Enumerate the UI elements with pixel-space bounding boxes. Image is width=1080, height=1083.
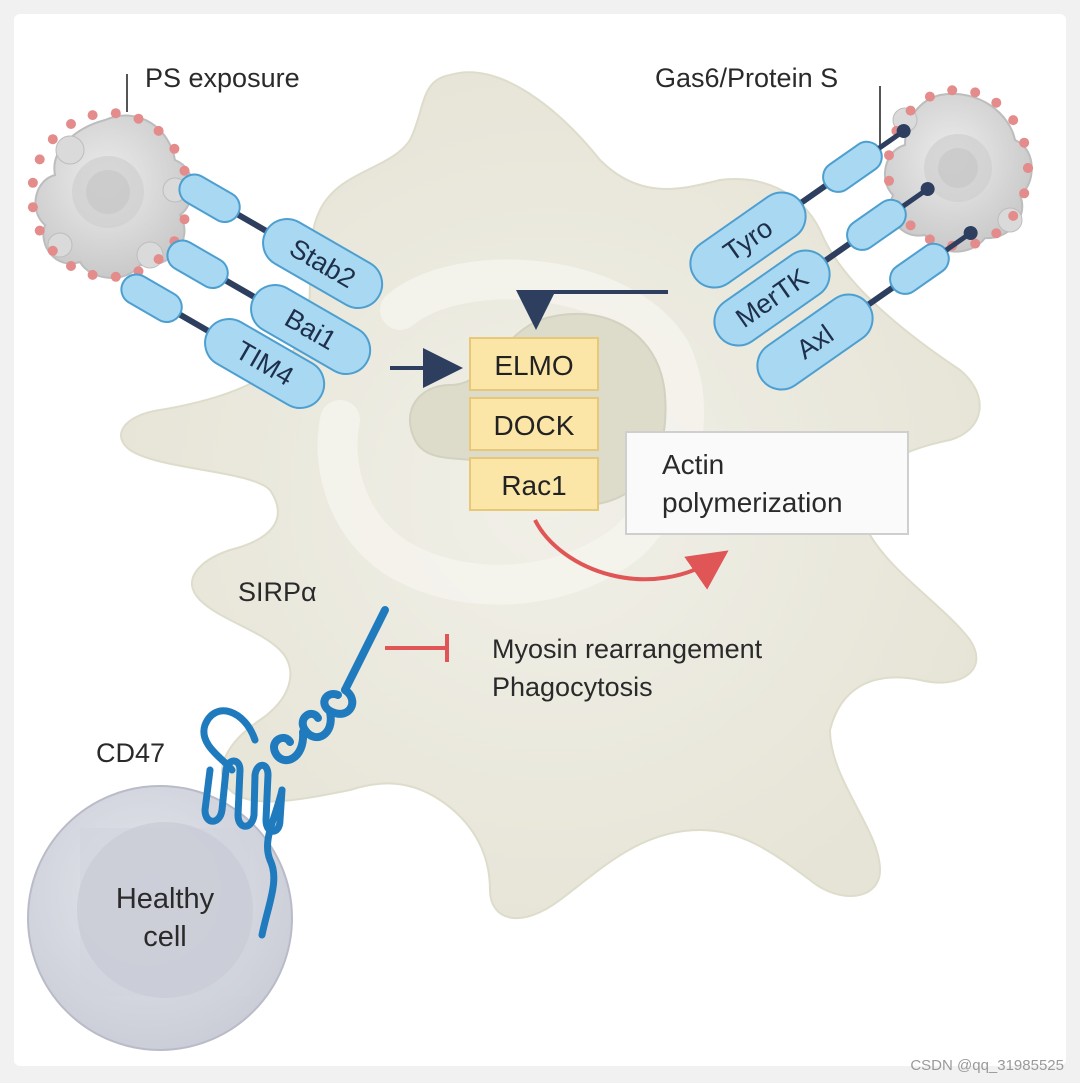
sirpa-label: SIRPα	[238, 577, 317, 607]
ps-dot	[47, 245, 58, 256]
healthy-cell-label-line2: cell	[143, 921, 187, 953]
ps-dot	[179, 214, 190, 225]
ps-dot	[905, 220, 916, 231]
ps-dot	[66, 119, 76, 129]
elmo-box	[469, 337, 599, 391]
ps-dot	[34, 225, 45, 236]
ps-dot	[169, 143, 180, 154]
ps-dot	[924, 234, 935, 245]
healthy-cell-label-line1: Healthy	[116, 883, 215, 915]
sirpa-receptor	[270, 606, 389, 765]
ps-dot	[1019, 137, 1030, 148]
ps-dot	[110, 271, 121, 282]
rac1-box	[469, 457, 599, 511]
arrow-rac1-to-actin	[533, 519, 729, 590]
apoptotic-cell-right	[884, 92, 1033, 253]
elmo-label: ELMO	[494, 350, 573, 381]
dock-label: DOCK	[494, 410, 575, 441]
ps-dot	[133, 113, 144, 124]
ps-dot	[47, 134, 58, 145]
gas6-label: Gas6/Protein S	[655, 63, 838, 93]
ps-dot	[970, 87, 981, 98]
ps-dot	[947, 85, 958, 96]
watermark: CSDN @qq_31985525	[910, 1057, 1064, 1074]
cd47-label: CD47	[96, 738, 165, 768]
arrow-right-to-elmo	[516, 290, 668, 330]
rac1-label: Rac1	[501, 470, 566, 501]
ps-dot	[34, 154, 45, 165]
ps-dot	[66, 261, 76, 271]
ps-dot	[924, 91, 935, 102]
ps-dot	[179, 165, 190, 176]
ps-dot	[884, 150, 894, 161]
ps-dot	[87, 269, 98, 280]
dock-box	[469, 397, 599, 451]
signaling-cascade: ELMO DOCK Rac1	[469, 337, 599, 511]
ps-dot	[884, 175, 894, 186]
right-receptors: Tyro MerTK Axl	[689, 124, 978, 391]
ps-dot	[110, 108, 121, 119]
ps-dot	[1008, 210, 1019, 221]
cd47-protein	[200, 707, 286, 939]
ps-dot	[905, 105, 916, 116]
ps-dot	[153, 254, 164, 265]
actin-box	[625, 431, 909, 535]
healthy-cell: Healthy cell	[27, 785, 293, 1051]
phagocytosis-label: Phagocytosis	[492, 672, 653, 702]
ps-dot	[1023, 163, 1033, 173]
ps-dot	[991, 97, 1002, 108]
ps-dot	[970, 238, 981, 249]
ps-dot	[87, 110, 98, 121]
ps-dot	[27, 202, 38, 213]
ps-dot	[991, 228, 1002, 239]
left-receptors: Stab2 Bai1 TIM4	[120, 173, 384, 409]
actin-label-line2: polymerization	[662, 487, 843, 518]
ps-dot	[27, 177, 38, 188]
ps-dot	[1019, 188, 1030, 199]
ps-dot	[1008, 115, 1019, 126]
actin-label-line1: Actin	[662, 449, 724, 480]
ps-dot	[153, 125, 164, 136]
inhibition-symbol	[385, 634, 449, 662]
myosin-label: Myosin rearrangement	[492, 634, 763, 664]
ps-exposure-label: PS exposure	[145, 63, 300, 93]
